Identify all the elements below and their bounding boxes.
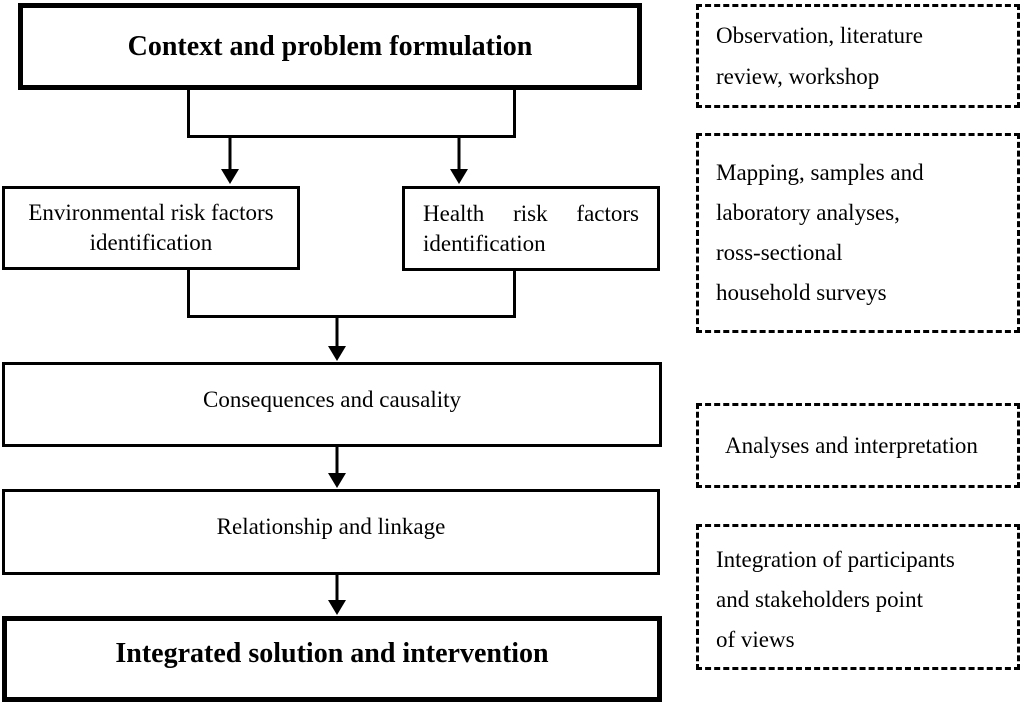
box-context-problem-formulation-label: Context and problem formulation: [127, 30, 533, 62]
arrow-to-integrated-box: [328, 574, 346, 615]
arrow-stem: [335, 446, 339, 476]
connector-merge-horizontal: [187, 315, 516, 318]
box-relationship-linkage: Relationship and linkage: [2, 489, 660, 575]
environmental-risk-line2: identification: [89, 230, 213, 255]
connector-merge-right-vertical: [513, 271, 516, 318]
health-risk-word2: risk: [513, 200, 548, 226]
arrow-stem: [228, 137, 232, 172]
arrow-down-icon: [328, 346, 346, 361]
box-consequences-causality: Consequences and causality: [2, 362, 662, 447]
note-integration-line1: Integration of participants: [716, 547, 955, 572]
note-mapping-line4: household surveys: [716, 280, 887, 305]
arrow-to-health-box: [450, 137, 468, 184]
box-integrated-solution: Integrated solution and intervention: [2, 616, 662, 702]
box-consequences-causality-label: Consequences and causality: [202, 386, 462, 412]
health-risk-word1: Health: [423, 200, 485, 226]
connector-top-right-vertical: [513, 90, 516, 138]
connector-top-left-vertical: [187, 90, 190, 138]
arrow-stem: [457, 137, 461, 172]
environmental-risk-line1: Environmental risk factors: [28, 200, 274, 225]
note-observation-literature: Observation, literature review, workshop: [696, 4, 1020, 108]
note-integration-participants: Integration of participants and stakehol…: [696, 524, 1020, 670]
arrow-stem: [335, 317, 339, 349]
note-analyses-interpretation: Analyses and interpretation: [696, 403, 1020, 488]
health-risk-word3: factors: [576, 200, 639, 226]
note-mapping-samples: Mapping, samples and laboratory analyses…: [696, 133, 1020, 333]
arrow-down-icon: [450, 169, 468, 184]
health-risk-line2: identification: [423, 230, 546, 256]
health-risk-line1: Health risk factors: [423, 199, 639, 229]
note-analyses-line1: Analyses and interpretation: [725, 432, 978, 458]
box-relationship-linkage-label: Relationship and linkage: [216, 514, 446, 539]
note-mapping-line1: Mapping, samples and: [716, 160, 924, 185]
arrow-stem: [335, 574, 339, 603]
arrow-to-environmental-box: [221, 137, 239, 184]
arrow-down-icon: [328, 473, 346, 488]
note-integration-line3: of views: [716, 627, 795, 652]
arrow-down-icon: [328, 600, 346, 615]
connector-top-horizontal: [187, 135, 516, 138]
note-observation-line1: Observation, literature: [716, 23, 923, 48]
note-mapping-line2: laboratory analyses,: [716, 200, 900, 225]
box-context-problem-formulation: Context and problem formulation: [18, 3, 642, 90]
arrow-to-consequences-box: [328, 317, 346, 361]
arrow-down-icon: [221, 169, 239, 184]
note-observation-line2: review, workshop: [716, 64, 880, 89]
box-health-risk-factors: Health risk factors identification: [402, 186, 660, 271]
box-environmental-risk-factors: Environmental risk factors identificatio…: [2, 186, 300, 270]
note-mapping-line3: ross-sectional: [716, 240, 843, 265]
arrow-to-relationship-box: [328, 446, 346, 488]
box-integrated-solution-label: Integrated solution and intervention: [115, 638, 549, 669]
connector-merge-left-vertical: [187, 269, 190, 318]
note-integration-line2: and stakeholders point: [716, 587, 923, 612]
